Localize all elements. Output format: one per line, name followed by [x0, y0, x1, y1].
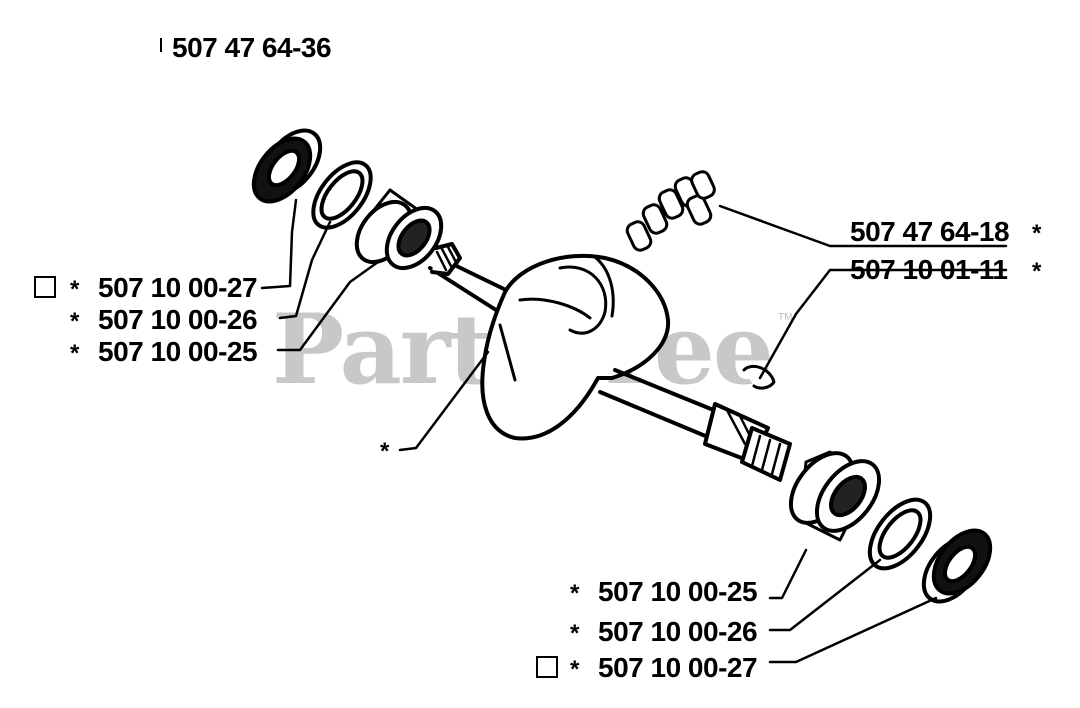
kit-star: *	[1032, 258, 1042, 285]
callout-part-number[interactable]: 507 10 00-26	[598, 616, 758, 647]
watermark-tm: TM	[778, 312, 793, 323]
kit-star: *	[570, 656, 580, 683]
kit-star: *	[70, 340, 80, 367]
callout-part-number[interactable]: 507 10 01-11	[850, 254, 1008, 285]
leader-lines	[260, 198, 1008, 664]
callout-part-number[interactable]: 507 10 00-27	[598, 652, 758, 683]
callout-part-number[interactable]: 507 10 00-27	[98, 272, 258, 303]
kit-star: *	[570, 580, 580, 607]
kit-star: *	[70, 276, 80, 303]
seal-upper-left	[251, 128, 323, 204]
kit-star: *	[570, 620, 580, 647]
shaft-right	[598, 368, 792, 482]
title-tick	[160, 38, 162, 52]
callout-part-number[interactable]: 507 10 00-25	[98, 336, 258, 367]
kit-marker-box	[34, 276, 56, 298]
washer-upper-left	[311, 160, 373, 230]
bearing-upper-left	[354, 188, 444, 271]
needle-bearing	[625, 170, 716, 252]
seal-lower-right	[921, 528, 993, 604]
bearing-lower-right	[788, 450, 882, 542]
callout-part-number[interactable]: 507 10 00-25	[598, 576, 758, 607]
crank-star: *	[380, 438, 390, 465]
assembly-part-number: 507 47 64-36	[172, 32, 332, 63]
kit-star: *	[1032, 220, 1042, 247]
kit-star: *	[70, 308, 80, 335]
callout-part-number[interactable]: 507 10 00-26	[98, 304, 258, 335]
washer-lower-right	[867, 497, 933, 571]
crank-web	[480, 253, 671, 441]
callout-part-number[interactable]: 507 47 64-18	[850, 216, 1010, 247]
kit-marker-box	[536, 656, 558, 678]
